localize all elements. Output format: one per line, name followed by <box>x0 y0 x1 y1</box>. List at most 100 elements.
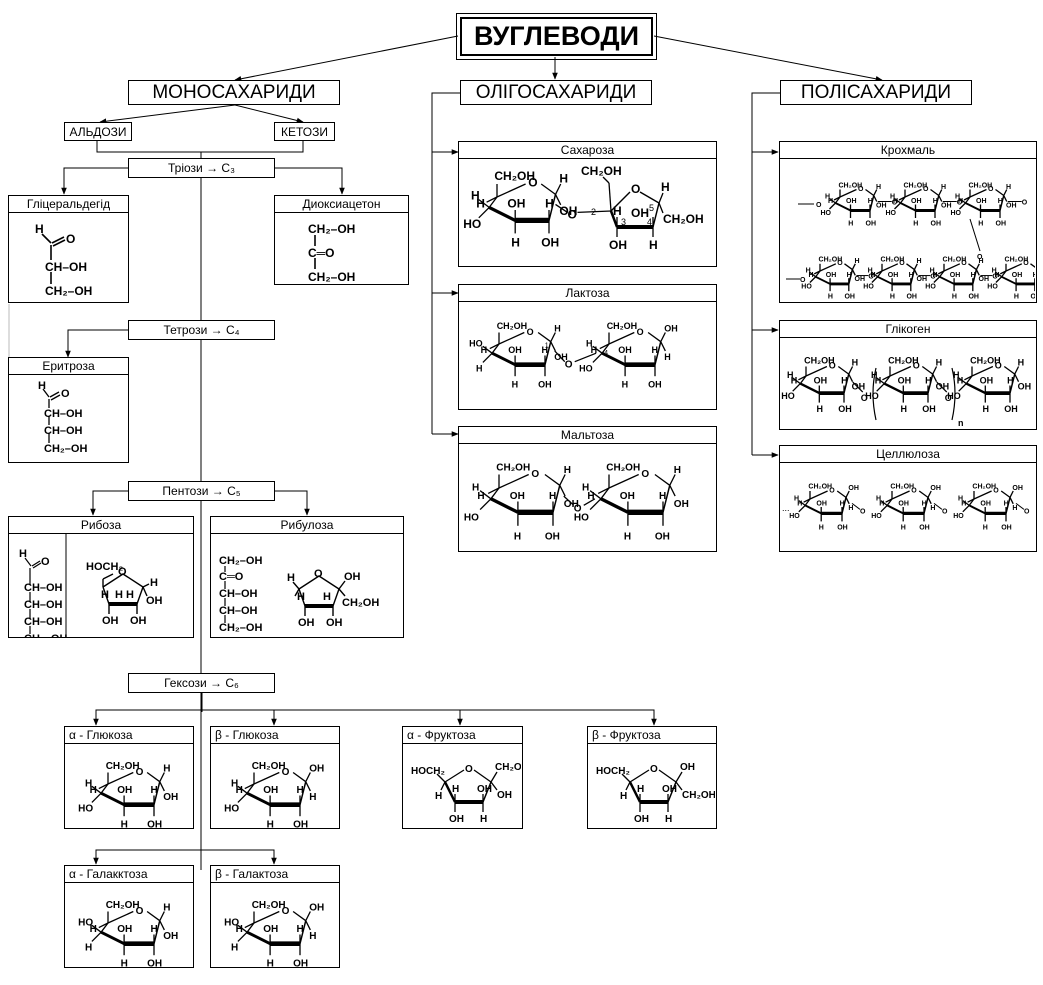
bond <box>253 910 280 924</box>
bond <box>799 375 807 384</box>
group-label: CH₂–OH <box>24 633 67 638</box>
bond <box>237 931 248 942</box>
bond <box>91 792 102 803</box>
atom-label: H <box>957 376 964 386</box>
bond <box>1009 497 1014 505</box>
bond <box>1005 497 1011 514</box>
bond <box>98 922 109 929</box>
bond <box>100 783 109 794</box>
atom-label: OH <box>844 293 855 300</box>
atom-label: H <box>554 323 561 333</box>
atom-label: H <box>231 778 238 789</box>
bond <box>98 783 109 790</box>
atom-label: HO <box>224 917 239 928</box>
hexoses-box: Гексози → С₆ <box>128 673 275 693</box>
atom-label: H <box>38 380 46 392</box>
group-label: CH–OH <box>44 408 83 420</box>
bond <box>837 365 850 375</box>
bond <box>563 495 575 506</box>
group-label: OH <box>146 595 163 607</box>
atom-label: H <box>890 293 895 300</box>
bond <box>845 490 850 498</box>
atom-label: CH₂OH <box>607 321 638 331</box>
atom-label: O <box>911 488 917 495</box>
atom-label: OH <box>538 380 552 390</box>
atom-label: OH <box>163 792 178 803</box>
atom-label: HO <box>987 283 998 290</box>
atom-label: H <box>816 404 823 414</box>
atom-label: H <box>922 500 927 507</box>
atom-label: OH <box>898 500 909 507</box>
bond <box>159 920 165 931</box>
bond <box>550 341 556 352</box>
bond <box>669 474 676 486</box>
atom-label: OH <box>826 272 837 279</box>
bond <box>886 504 904 515</box>
atom-label: CH₂OH <box>888 356 919 366</box>
bond <box>601 343 610 354</box>
atom-label: CH₂OH <box>839 182 863 189</box>
bond <box>554 194 562 206</box>
trioses-label: Тріози → С₃ <box>168 161 235 175</box>
atom-label: OH <box>117 785 132 796</box>
atom-label: H <box>121 959 128 968</box>
atom-label: HO <box>463 217 481 231</box>
atom-label: OH <box>936 381 950 391</box>
bond <box>610 191 631 212</box>
atom-label: H <box>901 524 906 531</box>
atom-label: H <box>1004 500 1009 507</box>
atom-label: OH <box>634 814 649 825</box>
atom-label: O <box>800 277 806 284</box>
bond <box>965 202 981 212</box>
atom-label: OH <box>680 762 695 773</box>
bond <box>486 196 498 203</box>
bond <box>933 271 941 278</box>
bond <box>600 487 610 500</box>
bond <box>836 490 847 498</box>
card-erythrose: Еритроза H O CH–OH CH–OH CH₂–OH <box>8 357 129 463</box>
atom-label: H <box>115 589 123 601</box>
bond <box>851 263 856 270</box>
card-cellulose-title: Целлюлоза <box>780 446 1036 463</box>
lactose-structure: OCH₂OHHOHHOHOHHHOHHOCH₂OHOHHHOHOHHHHOHO1… <box>469 321 678 390</box>
atom-label: CH₂OH <box>969 182 993 189</box>
bond <box>939 275 955 285</box>
atom-label: OH <box>662 784 677 795</box>
bond <box>444 769 465 783</box>
atom-label: O <box>136 767 144 778</box>
bond <box>968 263 977 271</box>
atom-label: H <box>1007 376 1014 386</box>
atom-label: OH <box>941 203 952 210</box>
atom-label: OH <box>922 404 936 414</box>
atom-label: OH <box>1030 293 1035 300</box>
bond <box>159 772 165 782</box>
atom-label: H <box>828 293 833 300</box>
atom-label: O <box>892 200 898 207</box>
atom-label: OH <box>674 499 689 510</box>
bond <box>898 196 906 201</box>
atom-label: H <box>511 235 520 249</box>
atom-label: OH <box>449 814 464 825</box>
bond <box>597 487 610 494</box>
bond <box>933 276 941 283</box>
bond <box>964 375 973 381</box>
bond <box>299 781 307 805</box>
atom-label: ... <box>782 503 790 513</box>
atom-label: CH₂OH <box>804 356 835 366</box>
bond <box>923 497 929 514</box>
atom-label: CH₂OH <box>1005 257 1029 264</box>
bond <box>91 931 102 942</box>
card-alpha-galactose-title: α - Галакктоза <box>65 866 193 883</box>
atom-label: CH₂OH <box>970 356 1001 366</box>
erythrose-structure: H O CH–OH CH–OH CH₂–OH <box>38 380 87 455</box>
atom-label: H <box>664 352 671 362</box>
bond <box>995 188 1005 197</box>
atom-label: H <box>953 370 960 380</box>
atom-label: H <box>992 267 997 274</box>
